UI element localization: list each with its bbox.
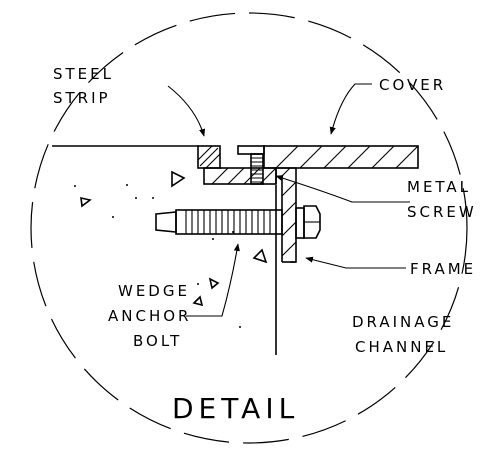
label-bolt: BOLT [133, 332, 182, 350]
label-strip: STRIP [53, 89, 111, 107]
steel-strip-leader [167, 85, 206, 137]
label-anchor: ANCHOR [108, 307, 191, 325]
metal-screw [250, 153, 264, 185]
detail-boundary-circle [30, 12, 468, 444]
cover-plate [237, 145, 419, 169]
concrete-aggregate [74, 170, 268, 328]
label-screw: SCREW [407, 203, 477, 221]
label-frame: FRAME [410, 260, 476, 278]
label-metal: METAL [407, 178, 471, 196]
cover-leader [329, 83, 372, 135]
metal-screw-leader [275, 175, 410, 203]
label-channel: CHANNEL [355, 338, 448, 356]
label-cover: COVER [379, 76, 446, 94]
label-wedge: WEDGE [118, 282, 190, 300]
frame-leader [305, 256, 406, 269]
wedge-anchor-leader [186, 243, 240, 317]
label-steel: STEEL [53, 65, 114, 83]
label-drainage: DRAINAGE [352, 313, 454, 331]
drawing-title: DETAIL [172, 392, 299, 425]
steel-strip [197, 145, 221, 169]
wedge-anchor-bolt [155, 205, 321, 239]
